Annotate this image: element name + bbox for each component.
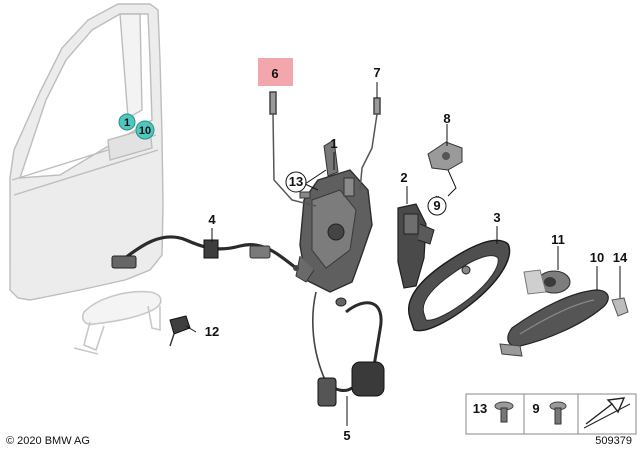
cap-part-14 xyxy=(611,297,629,317)
clip-part-12 xyxy=(169,315,191,347)
callout-13: 13 xyxy=(289,174,303,189)
handle-outline xyxy=(73,290,162,355)
rod-part-7 xyxy=(359,97,381,191)
callout-7: 7 xyxy=(373,65,380,80)
callout-13-circle xyxy=(285,171,307,193)
copyright-text: © 2020 BMW AG xyxy=(6,435,90,447)
callout-9-circle xyxy=(427,196,447,216)
handle-carrier-part-3 xyxy=(408,239,511,332)
outer-handle-part-10 xyxy=(499,289,609,357)
callout-6-highlight xyxy=(258,58,293,86)
callout-12: 12 xyxy=(205,324,219,339)
legend-number-9: 9 xyxy=(532,401,539,416)
bowden-cable-part-4 xyxy=(111,235,299,271)
legend-screw-13-icon xyxy=(494,401,514,423)
callout-3: 3 xyxy=(493,210,500,225)
rod-part-6 xyxy=(269,91,317,207)
lock-cylinder-part-11 xyxy=(523,269,571,295)
callout-4: 4 xyxy=(208,212,216,227)
legend-arrow-icon xyxy=(583,397,631,429)
bracket-part-2 xyxy=(397,203,435,289)
legend-number-13: 13 xyxy=(473,401,487,416)
door-panel xyxy=(9,3,164,301)
callout-2: 2 xyxy=(400,170,407,185)
door-badge-1: 1 xyxy=(118,113,136,131)
door-badge-10: 10 xyxy=(135,120,155,140)
callout-6: 6 xyxy=(271,66,278,81)
callout-1: 1 xyxy=(330,136,337,151)
screw-part-13 xyxy=(299,191,311,199)
bracket-part-8 xyxy=(427,141,463,171)
svg-text:1: 1 xyxy=(124,117,130,129)
legend-screw-9-icon xyxy=(549,401,567,425)
callout-5: 5 xyxy=(343,428,350,443)
callout-9: 9 xyxy=(433,198,440,213)
fastener-legend xyxy=(465,393,637,435)
bowden-cable-part-5 xyxy=(312,291,385,407)
callout-10: 10 xyxy=(590,250,604,265)
svg-text:10: 10 xyxy=(139,125,151,137)
figure-number: 509379 xyxy=(595,435,632,447)
callout-8: 8 xyxy=(443,111,450,126)
callout-11: 11 xyxy=(551,232,565,247)
callout-14: 14 xyxy=(613,250,628,265)
